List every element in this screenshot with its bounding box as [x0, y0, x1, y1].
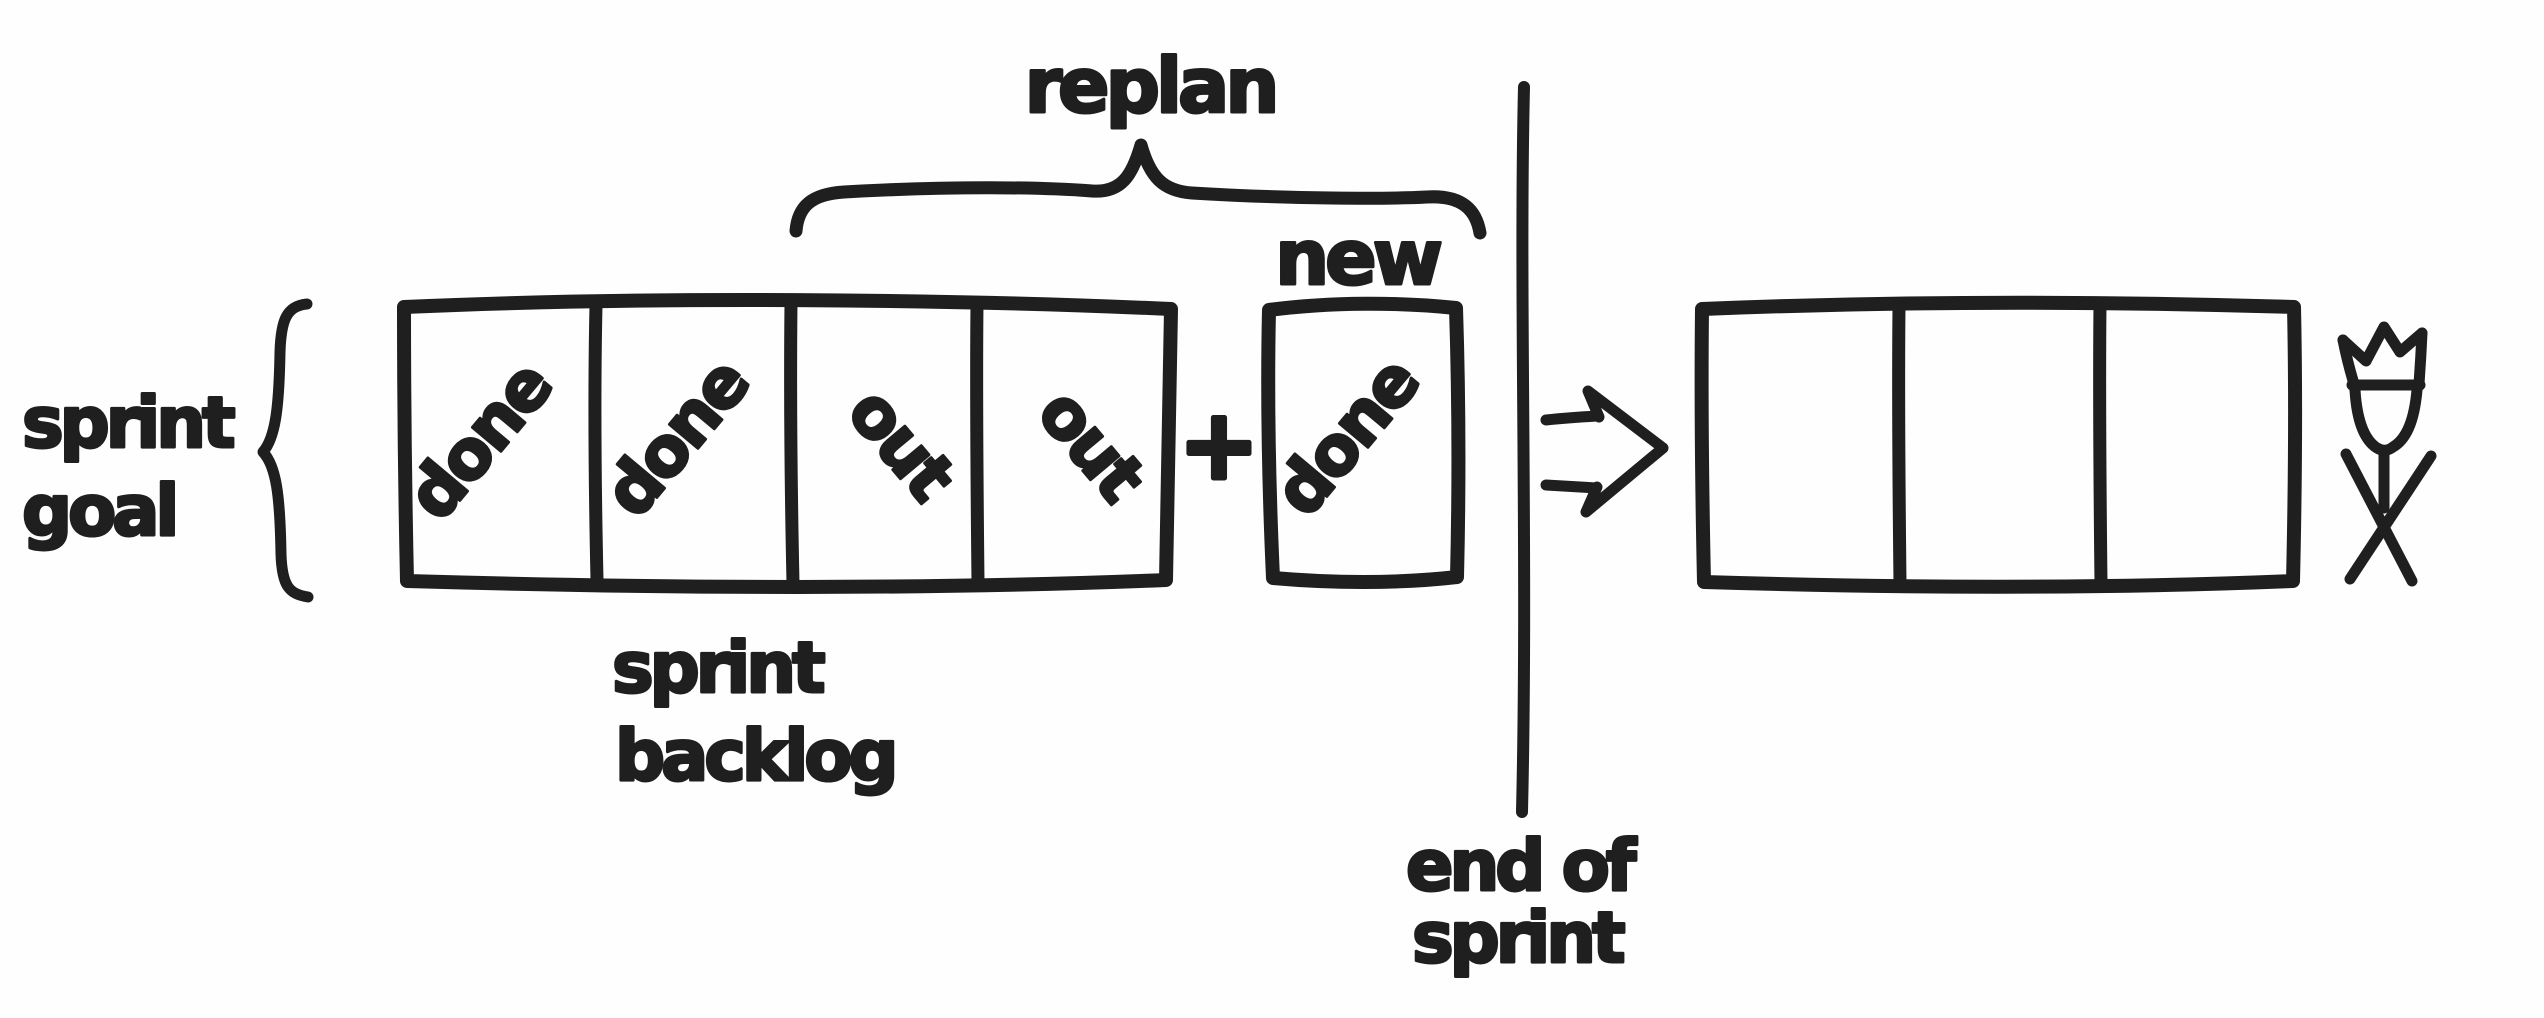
next-sprint-divider-1 [1892, 300, 1907, 590]
replan-label: replan [1025, 41, 1276, 130]
backlog-cell-label-1: done [392, 348, 567, 535]
arrow-bottom-stub [1540, 479, 1602, 494]
end-of-sprint-label-line1: end of [1406, 825, 1638, 907]
new-label: new [1275, 213, 1441, 302]
new-story-box [1261, 296, 1466, 589]
arrow-top-stub [1540, 410, 1603, 426]
backlog-cell-label-3: out [832, 373, 970, 516]
sprint-backlog-label-line1: sprint [612, 627, 824, 709]
tulip-leg-left [2340, 448, 2418, 587]
backlog-cell-divider-2 [784, 296, 800, 590]
new-story-box-label: done [1259, 344, 1434, 531]
hollow-arrow-right-icon [1540, 385, 1669, 518]
replan-brace [789, 138, 1487, 240]
end-of-sprint-label-line2: sprint [1412, 897, 1624, 979]
backlog-cell-divider-3 [970, 298, 985, 589]
sprint-backlog-label-line2: backlog [615, 715, 895, 797]
sprint-backlog-box [397, 293, 1178, 594]
arrow-head [1580, 385, 1669, 518]
sprint-goal-label-line2: goal [22, 470, 175, 552]
plus-sign: + [1179, 389, 1259, 501]
next-sprint-divider-2 [2093, 298, 2108, 591]
backlog-cell-label-4: out [1022, 374, 1160, 517]
tulip-leg-right [2344, 450, 2437, 585]
tulip-petal-right [2413, 327, 2428, 390]
sprint-goal-brace [257, 298, 314, 603]
end-of-sprint-line [1516, 81, 1531, 818]
sprint-goal-label-line1: sprint [22, 382, 234, 464]
tulip-crown [2337, 321, 2428, 367]
backlog-cell-divider-1 [588, 298, 604, 587]
tulip-cup [2349, 384, 2423, 456]
next-sprint-box [1694, 295, 2303, 594]
backlog-cell-label-2: done [589, 345, 764, 532]
crowned-tulip-stick-figure-icon [2337, 321, 2437, 587]
